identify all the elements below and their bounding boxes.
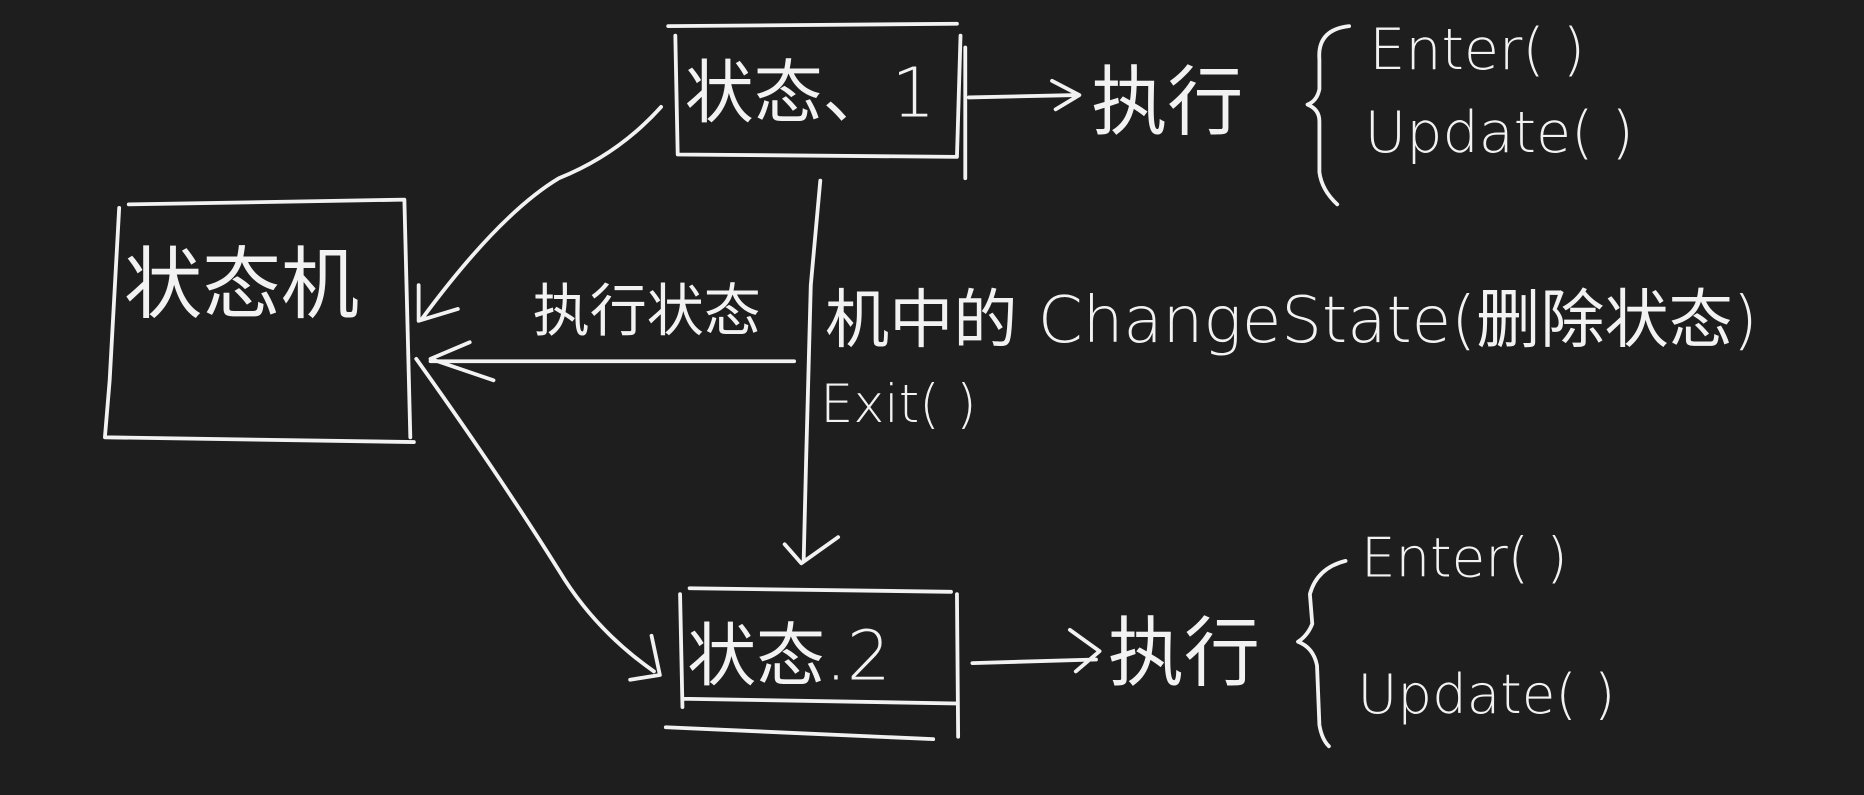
state1-label: 状态、1 (685, 53, 936, 133)
state1-brace (1305, 24, 1352, 207)
state1-method-enter: Enter( ) (1369, 17, 1585, 83)
state2-box (663, 586, 961, 742)
state-machine-box (103, 197, 416, 444)
exit-label: Exit( ) (820, 374, 976, 435)
state2-method-update: Update( ) (1357, 662, 1615, 726)
state2-node: 状态.2 执行 Enter( ) Update( ) (663, 525, 1615, 749)
state1-exec-label: 执行 (1091, 57, 1243, 146)
state2-brace (1296, 558, 1348, 749)
state2-exec-label: 执行 (1108, 609, 1260, 698)
change-state-label: 机中的 ChangeState(删除状态) (825, 283, 1758, 358)
state1-exec-arrow (966, 78, 1082, 112)
state-machine-node: 状态机 (103, 197, 416, 444)
state1-method-update: Update( ) (1365, 100, 1634, 166)
arrow-state1-to-state2 (782, 178, 841, 566)
state-machine-label: 状态机 (124, 239, 359, 330)
arrow-state1-to-machine (416, 105, 663, 323)
state2-method-enter: Enter( ) (1361, 525, 1568, 589)
arrow-machine-to-state2 (414, 356, 662, 682)
state1-node: 状态、1 执行 Enter( ) Update( ) (666, 17, 1634, 207)
exec-state-label: 执行状态 (533, 278, 761, 344)
arrow-exit-to-machine (428, 340, 797, 383)
state1-box (666, 21, 968, 181)
state2-exec-arrow (970, 627, 1102, 674)
state2-label: 状态.2 (687, 617, 891, 697)
